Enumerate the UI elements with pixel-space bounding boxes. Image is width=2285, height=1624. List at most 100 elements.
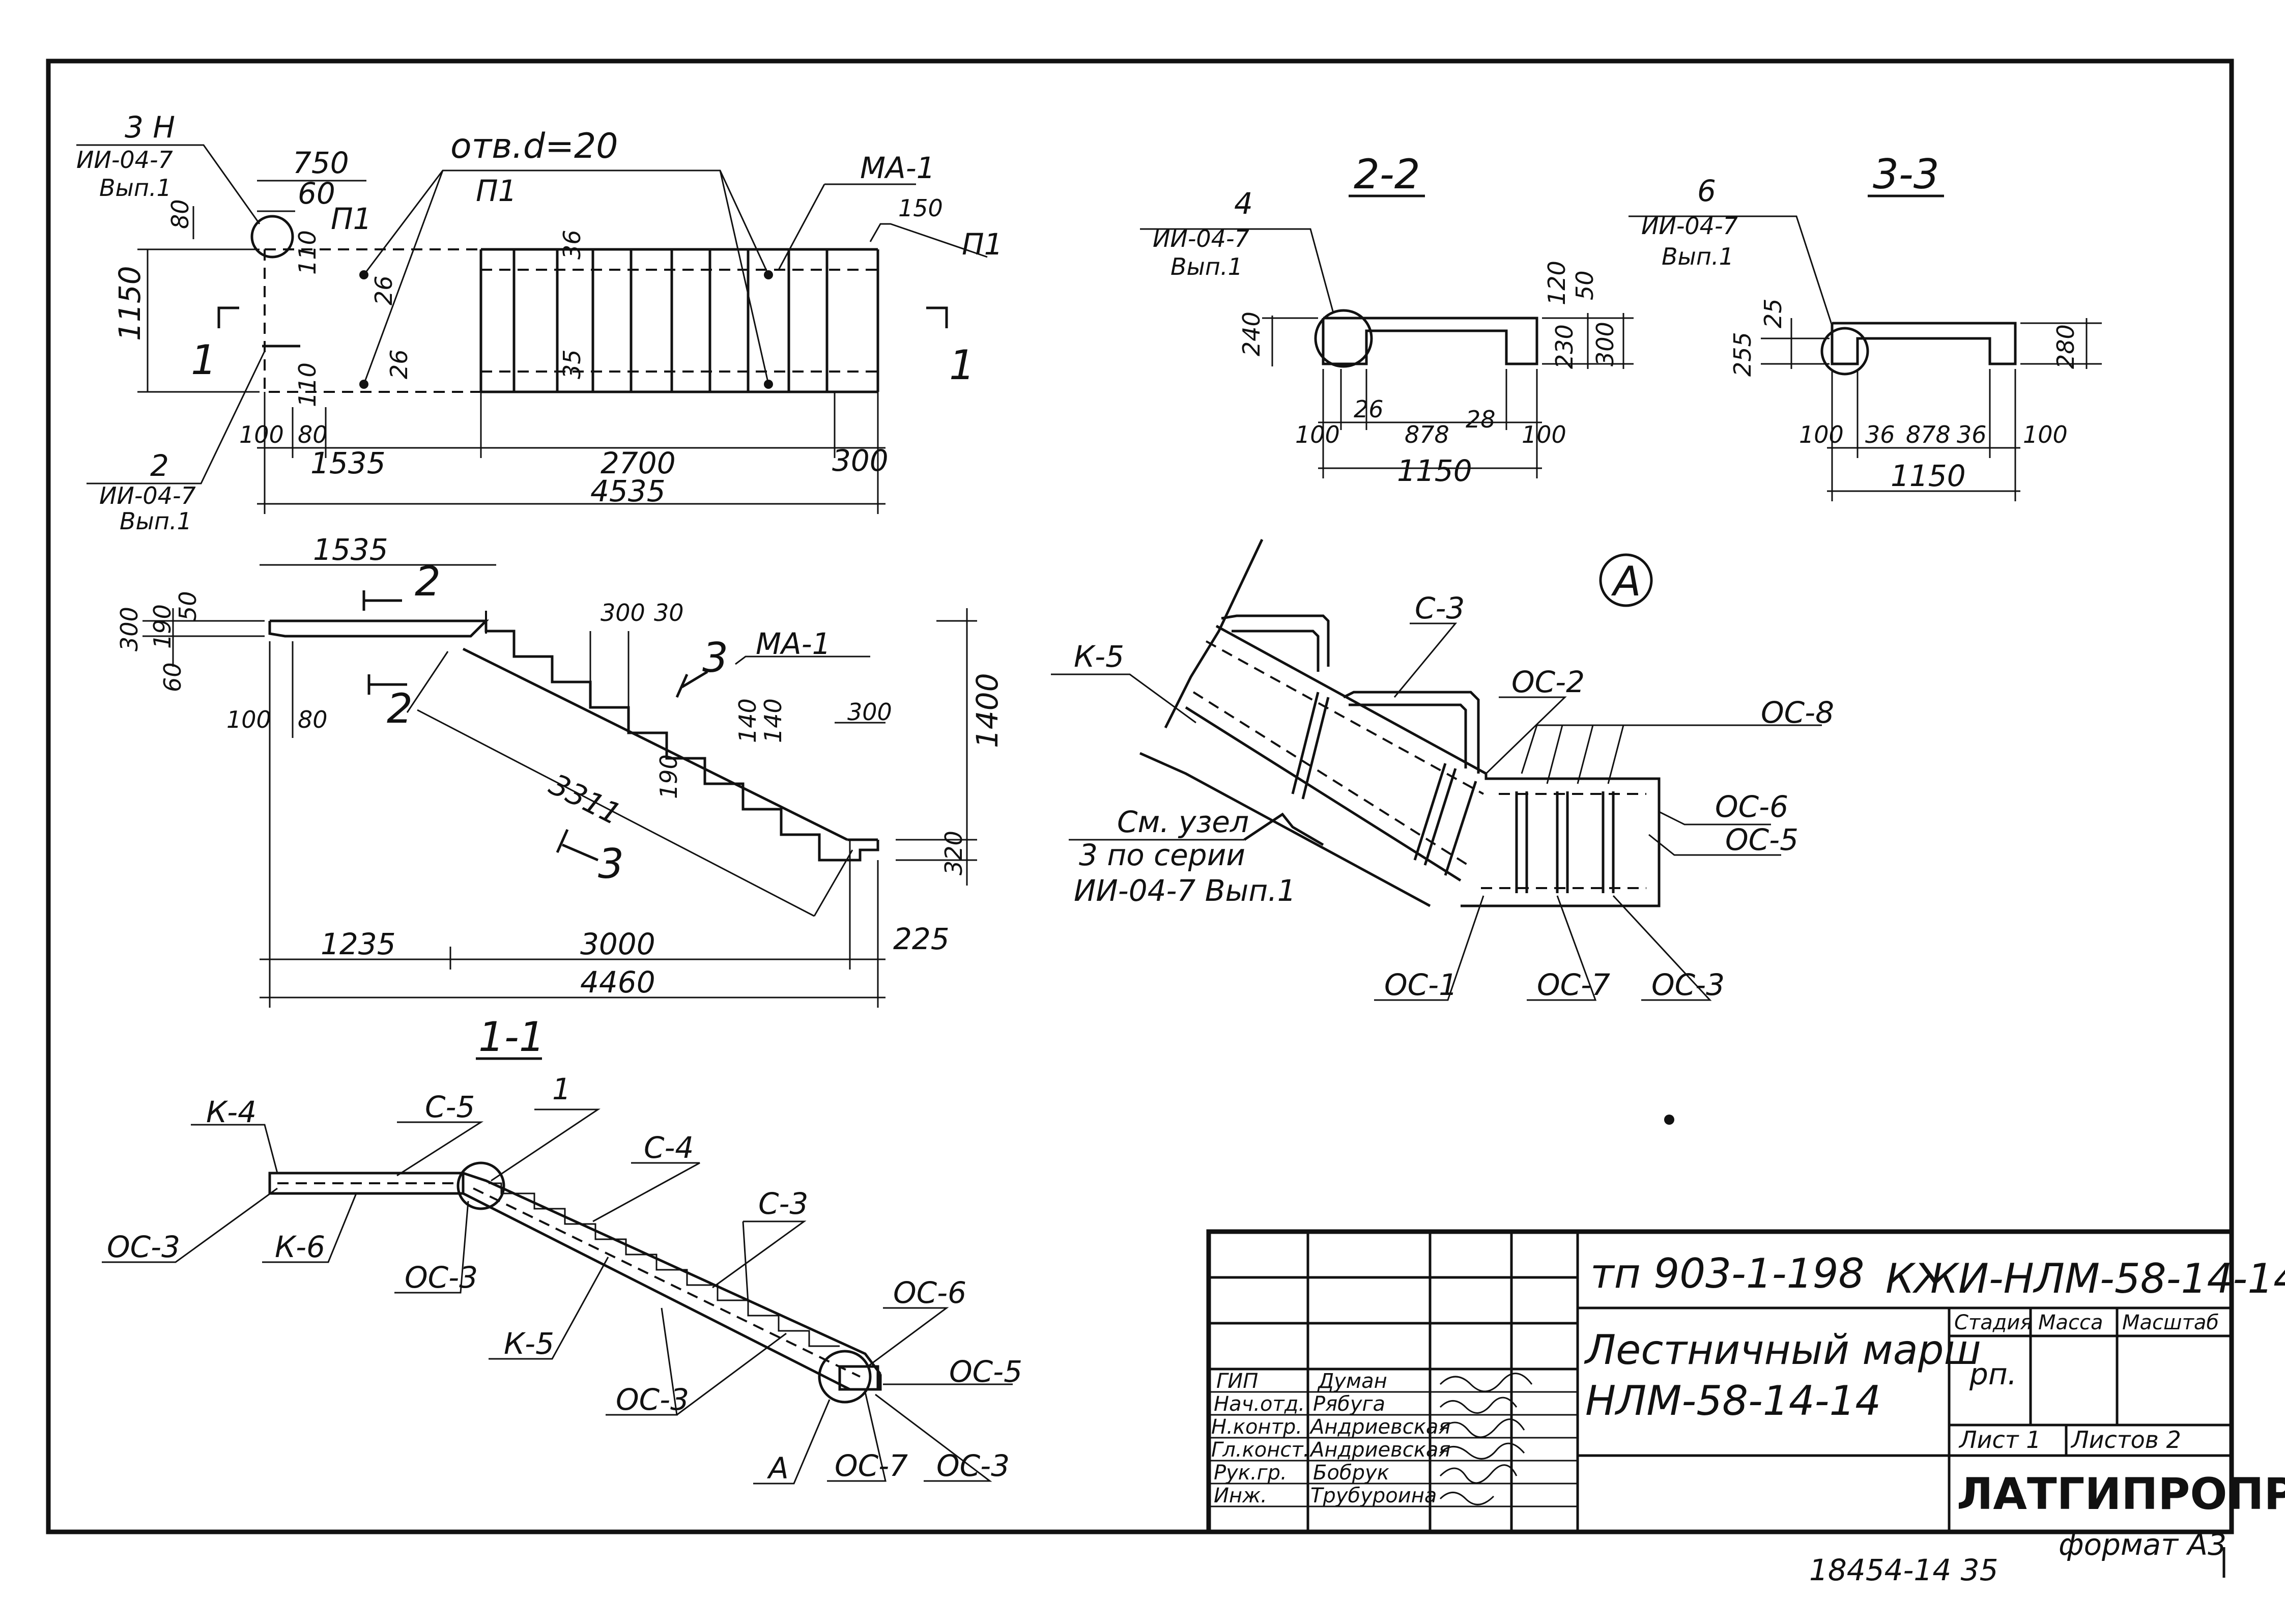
dim-plan-4535: 4535 [590, 474, 666, 508]
s22-dim-230: 230 [1551, 324, 1578, 369]
plan-ref-3n: 3 Н [125, 110, 175, 145]
tb-project: тп 903-1-198 [1590, 1250, 1864, 1297]
s33-dim-280: 280 [2052, 324, 2079, 369]
s33-dim-1150: 1150 [1891, 459, 1966, 493]
plan-node-circle [250, 215, 294, 259]
tb-role-5: Инж. [1214, 1484, 1267, 1507]
tb-name-row-4: Бобрук [1313, 1461, 1389, 1485]
s22-ref-issue: Вып.1 [1170, 253, 1243, 280]
s11-label-k5: К-5 [504, 1326, 554, 1361]
dim-elev-4460: 4460 [580, 965, 655, 1000]
node-a-label-oc7: ОС-7 [1537, 967, 1610, 1002]
node-a-note-3: ИИ-04-7 Вып.1 [1074, 873, 1296, 908]
s11-label-oc6: ОС-6 [893, 1275, 966, 1310]
s11-label-c3: С-3 [758, 1186, 808, 1221]
s22-dim-300: 300 [1591, 322, 1619, 366]
s11-label-k6: К-6 [275, 1230, 325, 1264]
tb-code: КЖИ-НЛМ-58-14-14 [1886, 1255, 2285, 1302]
s11-label-oc5: ОС-5 [949, 1354, 1022, 1389]
node-a-label-c3: С-3 [1415, 591, 1465, 625]
node-a-stirrups [1291, 692, 1615, 893]
dim-elev-1535: 1535 [313, 532, 388, 567]
plan-ref-3n-issue: Вып.1 [99, 174, 172, 202]
s22-dim-1150: 1150 [1397, 453, 1472, 488]
dim-plan-110-b: 110 [294, 362, 321, 407]
dim-elev-300: 300 [116, 607, 143, 651]
elevation-view: 300 190 50 60 100 80 1535 2 2 3 3 3311 3… [116, 532, 1005, 1008]
node-a-note-2: 3 по серии [1079, 838, 1245, 872]
plan-p1-left: П1 [331, 202, 372, 236]
dim-plan-26-a: 26 [370, 275, 397, 305]
dim-plan-60: 60 [298, 176, 335, 211]
node-a-label-k5: К-5 [1074, 639, 1124, 674]
node-a-label-oc8: ОС-8 [1761, 695, 1834, 730]
section-2-2-title: 2-2 [1354, 151, 1420, 198]
s33-dim-25: 25 [1759, 298, 1787, 328]
s11-label-oc3-b: ОС-3 [405, 1260, 478, 1295]
s33-dim-100-b: 100 [2023, 421, 2068, 448]
dim-elev-1235: 1235 [321, 927, 396, 961]
tb-role-2: Н.контр. [1211, 1415, 1302, 1439]
dim-plan-110-a: 110 [294, 230, 321, 275]
dim-plan-1150: 1150 [112, 266, 147, 341]
tb-org: ЛАТГИПРОПРОМ [1957, 1469, 2285, 1520]
plan-p1-top: П1 [476, 174, 517, 208]
node-a-label-oc6: ОС-6 [1715, 789, 1788, 824]
elev-cut-2-top: 2 [415, 558, 441, 605]
s22-dim-120: 120 [1543, 261, 1570, 305]
node-a-label-oc3: ОС-3 [1651, 967, 1725, 1002]
tb-role-1: Нач.отд. [1214, 1392, 1305, 1416]
dim-plan-26-b: 26 [385, 349, 413, 379]
node-a-label-oc1: ОС-1 [1384, 967, 1458, 1002]
dim-elev-140-a: 140 [734, 698, 761, 743]
dim-elev-30: 30 [654, 599, 684, 626]
dim-elev-3311: 3311 [544, 767, 626, 832]
tb-col-stage: Стадия [1954, 1311, 2032, 1334]
dim-plan-35: 35 [558, 349, 586, 379]
dim-elev-320: 320 [940, 831, 967, 875]
dim-elev-300-step: 300 [601, 599, 645, 626]
tb-role-3: Гл.конст. [1211, 1438, 1309, 1462]
section-3-3-title: 3-3 [1873, 151, 1939, 198]
dim-elev-300-right: 300 [847, 698, 892, 726]
tb-name-2: НЛМ-58-14-14 [1585, 1377, 1881, 1424]
s22-dim-240: 240 [1238, 311, 1265, 356]
s22-dim-878: 878 [1405, 421, 1449, 448]
s33-dim-36-b: 36 [1957, 421, 1987, 448]
s11-label-k4: К-4 [206, 1095, 256, 1129]
s33-dim-36-a: 36 [1865, 421, 1895, 448]
dim-elev-60: 60 [159, 662, 186, 692]
s22-ref-num: 4 [1234, 186, 1253, 221]
tb-col-mass: Масса [2038, 1311, 2103, 1334]
node-a-detail: А К-5 С-3 О [1051, 538, 1834, 1002]
section-1-1: 1-1 К-4 С-5 1 С-4 С-3 ОС-3 К-6 ОС-3 К-5 … [102, 1013, 1022, 1486]
dim-elev-50: 50 [174, 591, 202, 621]
dim-elev-3000: 3000 [580, 927, 655, 961]
dim-elev-100: 100 [226, 706, 271, 733]
tb-sheet: Лист 1 [1958, 1426, 2041, 1454]
tb-name-row-1: Рябуга [1313, 1392, 1385, 1416]
node-a-note-1: См. узел [1117, 805, 1249, 839]
tb-stage: рп. [1969, 1357, 2017, 1391]
tb-name-row-3: Андриевская [1309, 1438, 1450, 1462]
dim-plan-80: 80 [166, 199, 194, 229]
dim-elev-1400: 1400 [970, 673, 1005, 748]
s22-dim-100-a: 100 [1295, 421, 1340, 448]
title-block: тп 903-1-198 КЖИ-НЛМ-58-14-14 Лестничный… [1206, 1229, 2285, 1534]
s11-label-a: А [766, 1451, 789, 1486]
plan-ref-3n-series: ИИ-04-7 [76, 146, 173, 174]
dim-plan-100: 100 [239, 421, 284, 448]
s33-ref-num: 6 [1697, 174, 1716, 208]
sheet-frame [46, 59, 2234, 1534]
tb-name-row-5: Трубуроина [1310, 1484, 1437, 1507]
s11-label-c4: С-4 [644, 1130, 694, 1165]
section-2-2: 2-2 4 ИИ-04-7 Вып.1 240 120 50 230 300 1… [1140, 151, 1634, 488]
s22-dim-26: 26 [1354, 395, 1384, 423]
dim-elev-140-b: 140 [759, 698, 787, 743]
plan-view: отв.d=20 1150 80 110 110 26 26 36 35 750… [76, 110, 1003, 535]
elev-cut-2-bottom: 2 [387, 685, 413, 732]
dim-plan-80b: 80 [298, 421, 328, 448]
plan-hole-note: отв.d=20 [450, 126, 618, 166]
dim-plan-2700: 2700 [601, 446, 676, 480]
